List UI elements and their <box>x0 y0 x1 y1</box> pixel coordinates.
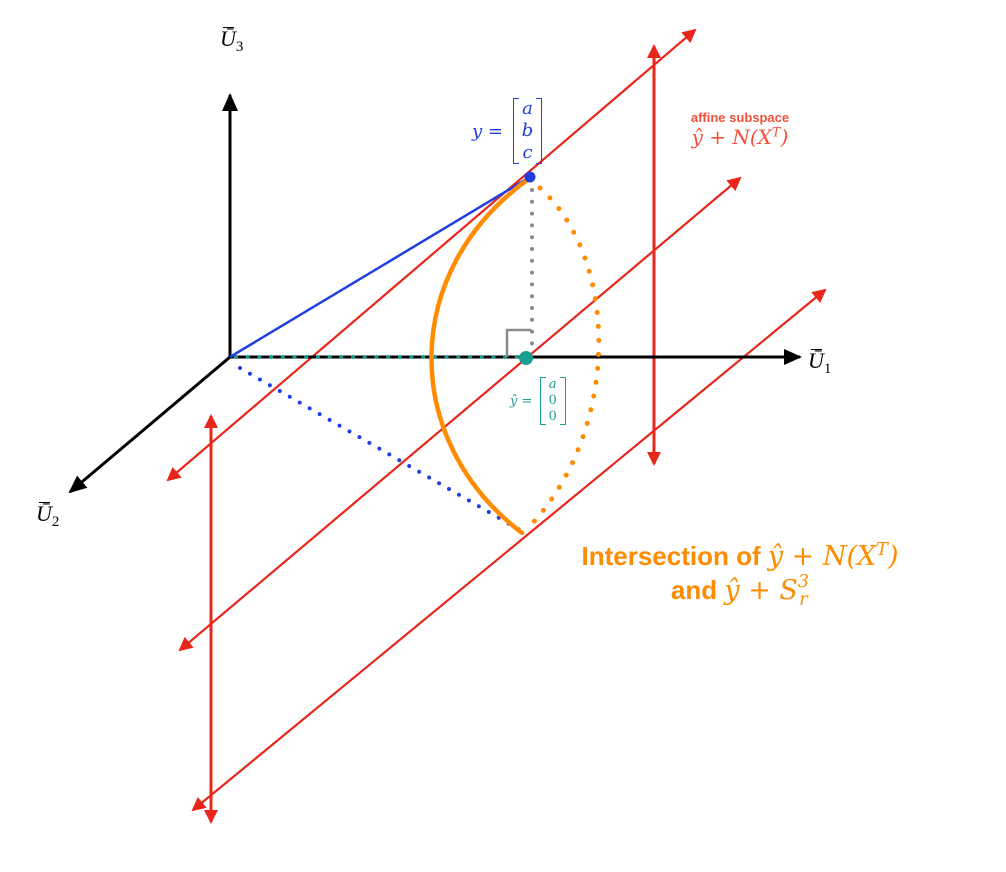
vector-y <box>229 175 531 359</box>
axis-label-u2: Ū2 <box>36 501 60 530</box>
y-vector-label: y = a b c <box>472 98 543 164</box>
vector-dotted-lower <box>238 366 527 535</box>
y-prefix: y = <box>472 120 503 142</box>
point-y <box>524 171 536 183</box>
intersection-arc-solid <box>429 175 533 536</box>
yhat-matrix: a 0 0 <box>539 377 566 425</box>
affine-subspace-label: affine subspace ŷ + N(XT) <box>670 110 810 149</box>
intersection-line-1: Intersection of ŷ + N(XT) <box>581 540 899 572</box>
affine-line-upper <box>166 28 697 482</box>
yhat-prefix: ŷ = <box>510 393 533 409</box>
yhat-vector-label: ŷ = a 0 0 <box>510 377 566 425</box>
axis-label-u1: Ū1 <box>808 348 832 377</box>
intersection-arc-dotted <box>527 185 602 529</box>
affine-subspace-expr: ŷ + N(XT) <box>691 125 789 149</box>
right-angle-marker <box>505 328 531 357</box>
y-matrix: a b c <box>512 98 543 164</box>
axis-u2 <box>68 355 231 494</box>
affine-line-lower <box>191 288 827 812</box>
point-yhat <box>519 351 533 365</box>
affine-subspace-title: affine subspace <box>690 110 790 125</box>
axis-label-u3: Ū3 <box>220 26 244 55</box>
